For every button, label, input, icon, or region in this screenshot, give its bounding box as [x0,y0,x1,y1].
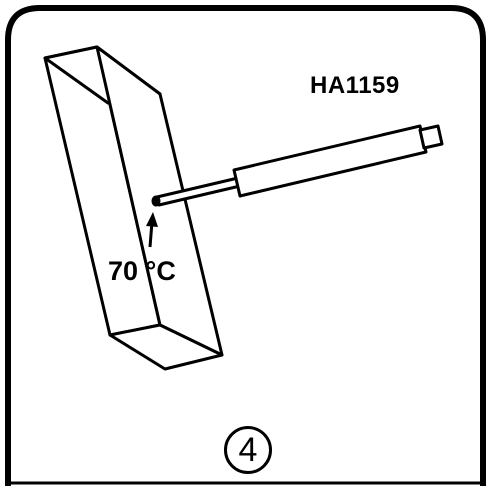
probe-tool [151,124,444,207]
up-arrow-icon [146,212,158,248]
panel-frame [5,5,486,486]
step-number-badge: 4 [224,426,272,474]
block-bottom-face [108,323,224,371]
probe-body [232,124,428,198]
temperature-label: 70 °C [108,256,176,286]
part-number-label: HA1159 [310,72,400,99]
block [43,45,224,371]
probe-end-cap [418,124,444,150]
probe-tip [151,195,161,207]
